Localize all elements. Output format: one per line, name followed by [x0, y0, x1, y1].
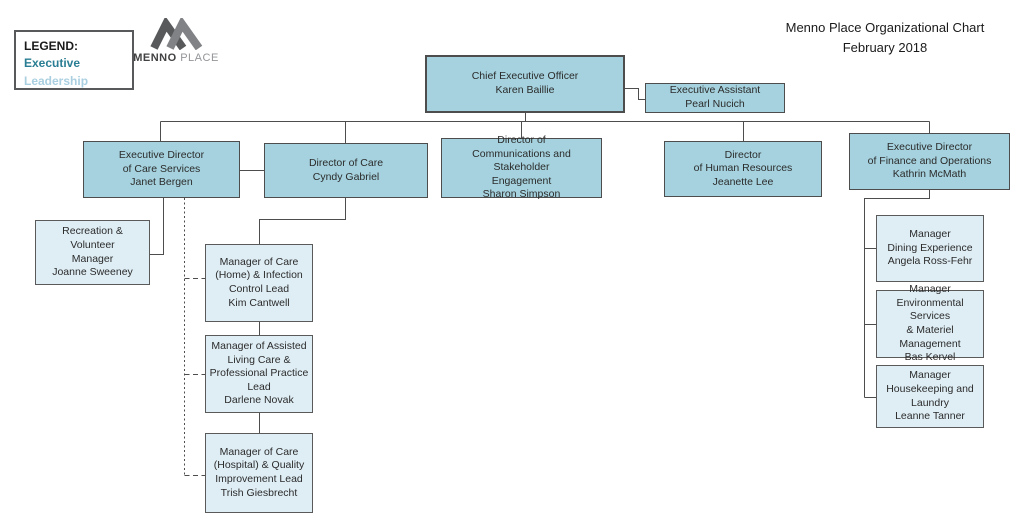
node-name: Karen Baillie	[495, 84, 555, 96]
node-name: Jeanette Lee	[712, 175, 774, 188]
menno-place-logo-icon	[150, 18, 203, 50]
node-title: Manager Environmental Services & Materie…	[896, 283, 964, 350]
node-title: Manager Dining Experience	[887, 228, 973, 254]
node-name: Bas Kervel	[904, 351, 956, 364]
connector-care-services-recreation	[150, 198, 164, 255]
node-name: Janet Bergen	[130, 176, 193, 189]
org-node-dining: Manager Dining Experience Angela Ross-Fe…	[876, 215, 984, 282]
legend-heading: LEGEND:	[24, 39, 78, 53]
node-title: Director of Human Resources	[693, 148, 793, 175]
node-name: Joanne Sweeney	[52, 266, 133, 279]
org-node-finance-operations: Executive Director of Finance and Operat…	[849, 133, 1010, 190]
node-name: Angela Ross-Fehr	[887, 255, 973, 268]
node-name: Kim Cantwell	[228, 296, 290, 309]
node-name: Leanne Tanner	[895, 410, 965, 423]
connector-director-care-managers	[259, 198, 346, 244]
org-node-recreation-volunteer: Recreation & Volunteer Manager Joanne Sw…	[35, 220, 150, 285]
node-title: Chief Executive Officer	[471, 70, 579, 83]
org-node-director-of-care: Director of Care Cyndy Gabriel	[264, 143, 428, 198]
node-name: Darlene Novak	[224, 394, 294, 407]
page-title-line1: Menno Place Organizational Chart	[785, 20, 985, 35]
node-name: Cyndy Gabriel	[312, 170, 380, 183]
node-title: Executive Director of Care Services	[118, 149, 205, 175]
node-title: Manager of Care (Hospital) & Quality Imp…	[213, 445, 305, 485]
legend-leadership-label: Leadership	[24, 73, 89, 88]
legend-executive-label: Executive	[24, 56, 81, 71]
org-node-care-services: Executive Director of Care Services Jane…	[83, 141, 240, 198]
page-title: Menno Place Organizational Chart Februar…	[730, 18, 1030, 58]
node-title: Manager of Care (Home) & Infection Contr…	[215, 255, 303, 295]
org-node-human-resources: Director of Human Resources Jeanette Lee	[664, 141, 822, 197]
node-title: Manager Housekeeping and Laundry	[886, 369, 974, 409]
node-title: Manager of Assisted Living Care & Profes…	[209, 339, 309, 393]
node-name: Pearl Nucich	[685, 98, 745, 110]
logo-word-menno: MENNO	[133, 52, 177, 64]
page-title-line2: February 2018	[842, 40, 928, 56]
node-title: Recreation & Volunteer Manager	[62, 225, 123, 265]
logo-word-place: PLACE	[180, 52, 219, 64]
node-name: Sharon Simpson	[482, 188, 561, 201]
org-node-assisted-living: Manager of Assisted Living Care & Profes…	[205, 335, 313, 413]
node-title: Executive Director of Finance and Operat…	[867, 141, 992, 167]
org-node-environmental: Manager Environmental Services & Materie…	[876, 283, 984, 363]
org-node-communications: Director of Communications and Stakehold…	[441, 134, 602, 200]
node-title: Director of Care	[308, 156, 384, 169]
org-node-care-home: Manager of Care (Home) & Infection Contr…	[205, 244, 313, 322]
node-title: Executive Assistant	[669, 84, 761, 97]
logo-wordmark: MENNO PLACE	[133, 52, 219, 64]
org-node-executive-assistant: Executive Assistant Pearl Nucich	[645, 83, 785, 113]
org-node-housekeeping: Manager Housekeeping and Laundry Leanne …	[876, 365, 984, 428]
node-name: Trish Giesbrecht	[220, 486, 298, 499]
menno-place-logo: MENNO PLACE	[133, 18, 219, 64]
node-name: Kathrin McMath	[892, 168, 967, 181]
org-node-care-hospital: Manager of Care (Hospital) & Quality Imp…	[205, 433, 313, 513]
org-node-ceo: Chief Executive Officer Karen Baillie	[425, 55, 625, 113]
connector-ceo-assistant	[625, 88, 645, 100]
node-title: Director of Communications and Stakehold…	[472, 133, 571, 187]
legend-box: LEGEND: Executive Leadership	[14, 30, 134, 90]
